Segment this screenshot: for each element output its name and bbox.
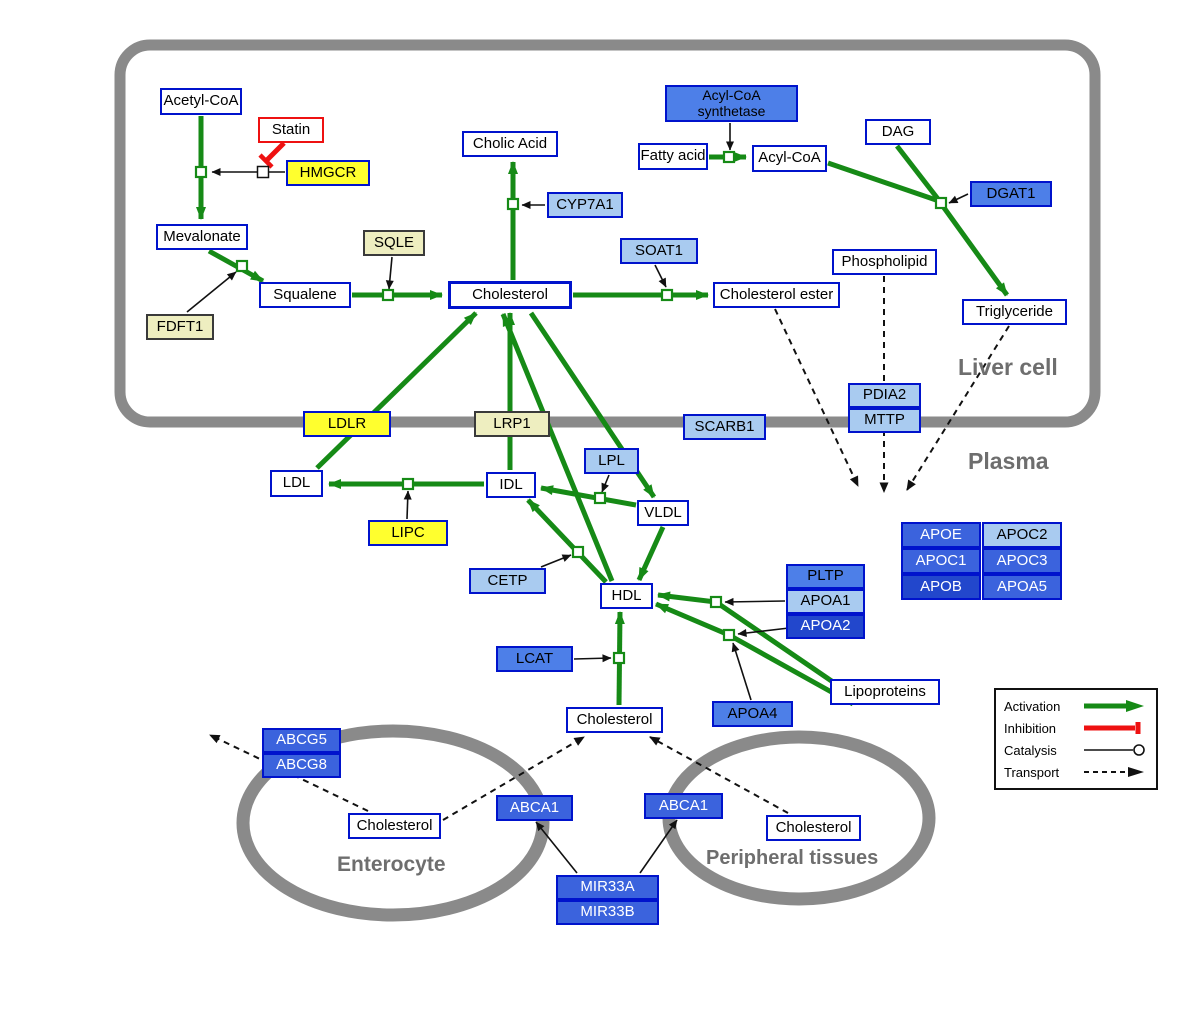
node-sqle[interactable]: SQLE	[363, 230, 425, 256]
node-pdia2[interactable]: PDIA2	[848, 383, 921, 408]
node-abca1-enterocyte[interactable]: ABCA1	[496, 795, 573, 821]
node-abcg8[interactable]: ABCG8	[262, 753, 341, 778]
enterocyte-label: Enterocyte	[337, 853, 446, 876]
node-cyp7a1[interactable]: CYP7A1	[547, 192, 623, 218]
node-apoc2[interactable]: APOC2	[982, 522, 1062, 548]
node-mir33b[interactable]: MIR33B	[556, 900, 659, 925]
node-apoa1[interactable]: APOA1	[786, 589, 865, 614]
node-mevalonate[interactable]: Mevalonate	[156, 224, 248, 250]
node-ldlr[interactable]: LDLR	[303, 411, 391, 437]
node-apoa2[interactable]: APOA2	[786, 614, 865, 639]
node-fdft1[interactable]: FDFT1	[146, 314, 214, 340]
transport-arrows	[209, 276, 1010, 821]
node-apob[interactable]: APOB	[901, 574, 981, 600]
node-abca1-peripheral[interactable]: ABCA1	[644, 793, 723, 819]
node-hmgcr[interactable]: HMGCR	[286, 160, 370, 186]
node-phospholipid[interactable]: Phospholipid	[832, 249, 937, 275]
inhibition-line	[258, 141, 286, 169]
node-hdl[interactable]: HDL	[600, 583, 653, 609]
catalysis-lines	[186, 123, 969, 874]
node-lipc[interactable]: LIPC	[368, 520, 448, 546]
legend-row-transport: Transport	[1004, 761, 1148, 783]
node-ldl[interactable]: LDL	[270, 470, 323, 497]
reaction-nodes	[194, 150, 948, 665]
node-lipoproteins[interactable]: Lipoproteins	[830, 679, 940, 705]
node-vldl[interactable]: VLDL	[637, 500, 689, 526]
legend-transport-label: Transport	[1004, 764, 1060, 780]
legend-activation-label: Activation	[1004, 698, 1061, 714]
legend-row-inhibition: Inhibition	[1004, 717, 1148, 739]
node-abcg5[interactable]: ABCG5	[262, 728, 341, 753]
legend: Activation Inhibition Catalysis Transpor…	[994, 688, 1158, 790]
node-cholesterol-liver[interactable]: Cholesterol	[448, 281, 572, 309]
node-dgat1[interactable]: DGAT1	[970, 181, 1052, 207]
node-squalene[interactable]: Squalene	[259, 282, 351, 308]
legend-catalysis-label: Catalysis	[1004, 742, 1057, 758]
node-scarb1[interactable]: SCARB1	[683, 414, 766, 440]
node-cetp[interactable]: CETP	[469, 568, 546, 594]
node-apoc3[interactable]: APOC3	[982, 548, 1062, 574]
node-lrp1[interactable]: LRP1	[474, 411, 550, 437]
node-acyl-coa[interactable]: Acyl-CoA	[752, 145, 827, 172]
node-mir33a[interactable]: MIR33A	[556, 875, 659, 900]
node-cholesterol-ester[interactable]: Cholesterol ester	[713, 282, 840, 308]
node-acyl-coa-synthetase[interactable]: Acyl-CoA synthetase	[665, 85, 798, 122]
node-soat1[interactable]: SOAT1	[620, 238, 698, 264]
node-apoe[interactable]: APOE	[901, 522, 981, 548]
legend-inhibition-label: Inhibition	[1004, 720, 1057, 736]
inhibition-bar-icon	[1084, 722, 1141, 734]
node-cholesterol-peripheral[interactable]: Cholesterol	[766, 815, 861, 841]
node-lpl[interactable]: LPL	[584, 448, 639, 474]
node-cholic-acid[interactable]: Cholic Acid	[462, 131, 558, 157]
node-apoa5[interactable]: APOA5	[982, 574, 1062, 600]
node-statin[interactable]: Statin	[258, 117, 324, 143]
node-lcat[interactable]: LCAT	[496, 646, 573, 672]
activation-arrow-icon	[1084, 700, 1144, 712]
liver-cell-membrane	[114, 39, 1101, 428]
node-triglyceride[interactable]: Triglyceride	[962, 299, 1067, 325]
plasma-label: Plasma	[968, 448, 1049, 474]
node-pltp[interactable]: PLTP	[786, 564, 865, 589]
node-idl[interactable]: IDL	[486, 472, 536, 498]
hmgcr-catalysis-node	[256, 165, 270, 179]
peripheral-tissues-label: Peripheral tissues	[706, 847, 879, 869]
legend-row-catalysis: Catalysis	[1004, 739, 1148, 761]
node-mttp[interactable]: MTTP	[848, 408, 921, 433]
catalysis-circle-icon	[1084, 744, 1145, 756]
node-cholesterol-plasma[interactable]: Cholesterol	[566, 707, 663, 733]
node-cholesterol-enterocyte[interactable]: Cholesterol	[348, 813, 441, 839]
node-apoa4[interactable]: APOA4	[712, 701, 793, 727]
node-fatty-acid[interactable]: Fatty acid	[638, 143, 708, 170]
node-acetyl-coa[interactable]: Acetyl-CoA	[160, 88, 242, 115]
transport-arrow-icon	[1084, 767, 1144, 777]
node-dag[interactable]: DAG	[865, 119, 931, 145]
liver-cell-label: Liver cell	[958, 354, 1058, 380]
node-apoc1[interactable]: APOC1	[901, 548, 981, 574]
legend-row-activation: Activation	[1004, 695, 1148, 717]
